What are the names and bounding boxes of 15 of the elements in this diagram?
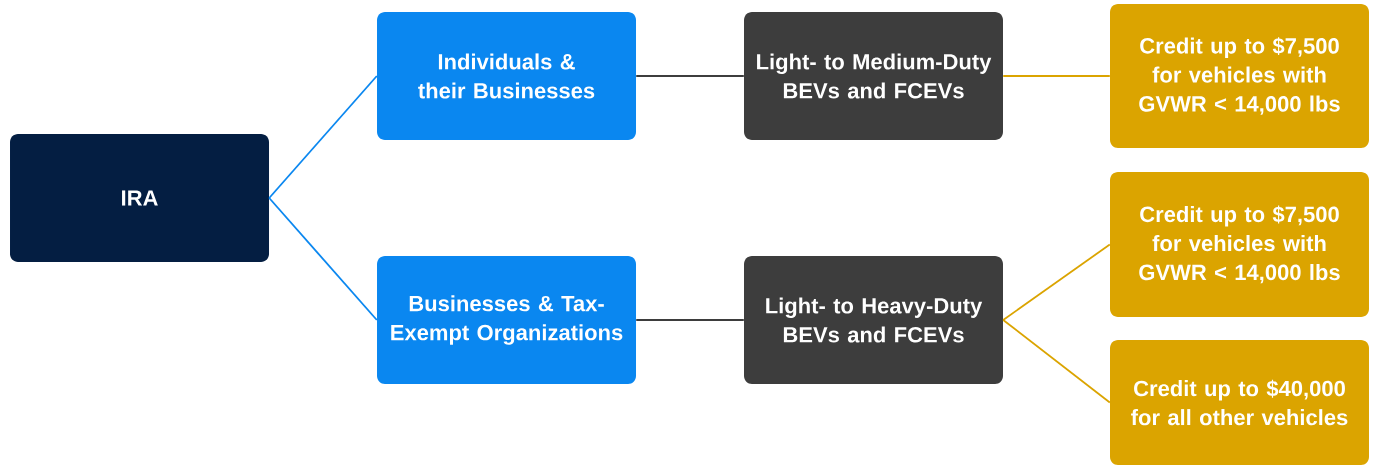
connector-line [1002, 319, 1111, 404]
vehicle-class-box: Light- to Heavy-Duty BEVs and FCEVs [744, 256, 1003, 384]
connector-line [268, 75, 378, 199]
connector-line [1002, 243, 1111, 321]
credit-box: Credit up to $7,500 for vehicles with GVWR < 14,000 lbs [1110, 4, 1369, 148]
category-box: Businesses & Tax-Exempt Organizations [377, 256, 636, 384]
connector-line [635, 75, 745, 77]
vehicle-class-box: Light- to Medium-Duty BEVs and FCEVs [744, 12, 1003, 140]
credit-box: Credit up to $7,500 for vehicles with GVWR < 14,000 lbs [1110, 172, 1369, 317]
connector-line [1002, 75, 1111, 77]
connector-line [635, 319, 745, 321]
connector-line [268, 197, 378, 321]
credit-box: Credit up to $40,000 for all other vehicles [1110, 340, 1369, 465]
category-box: Individuals & their Businesses [377, 12, 636, 140]
root-box: IRA [10, 134, 269, 262]
